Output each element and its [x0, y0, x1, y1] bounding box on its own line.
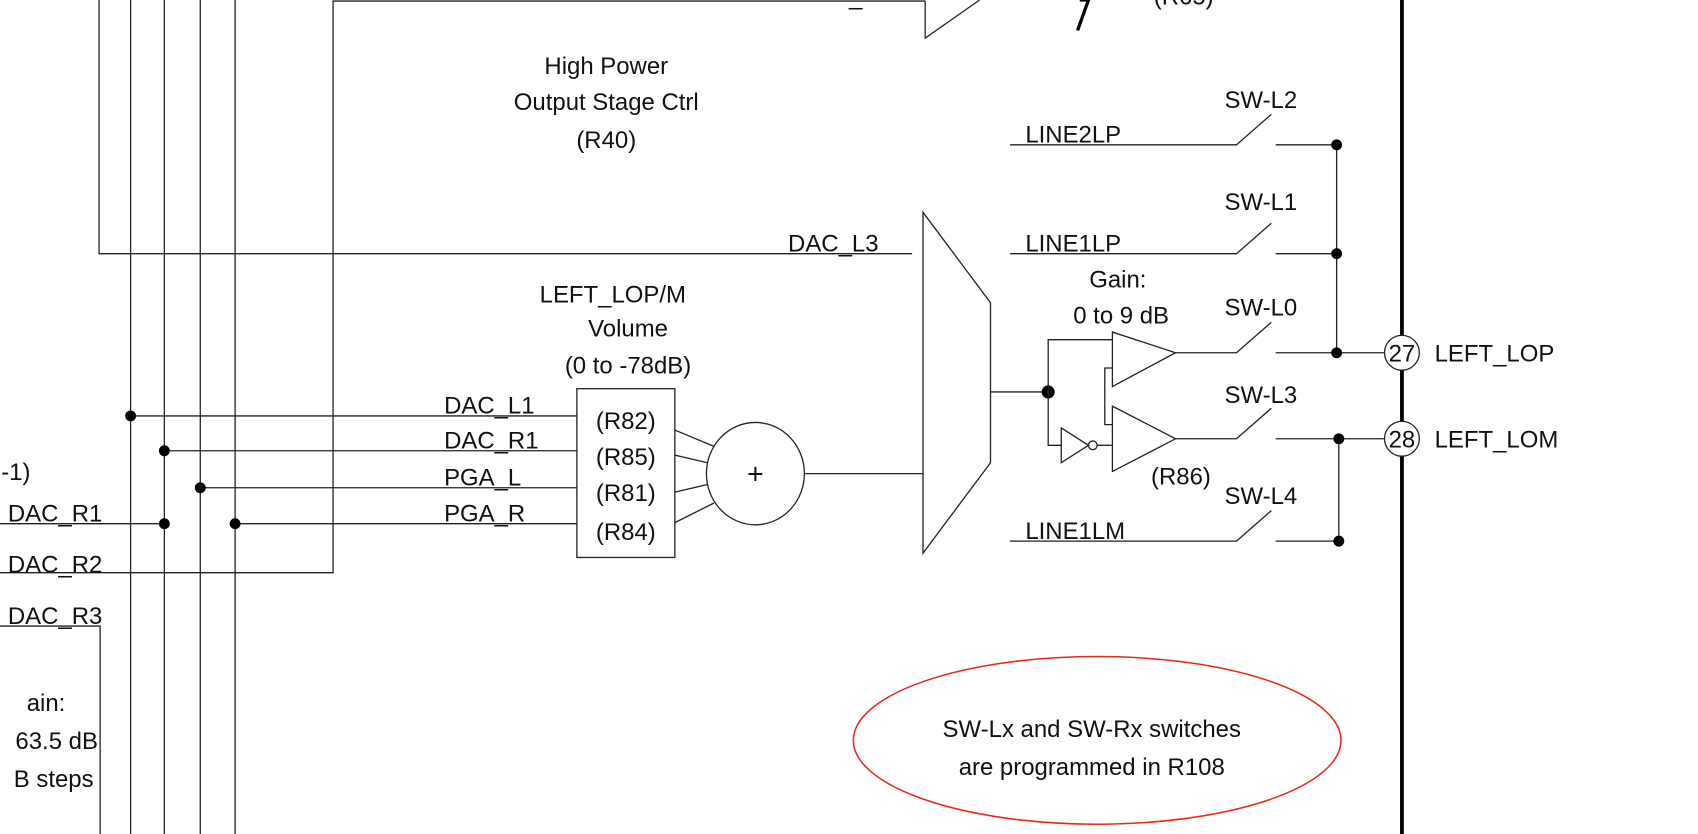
svg-text:(R40): (R40) — [576, 127, 636, 154]
svg-text:SW-L0: SW-L0 — [1225, 295, 1298, 322]
svg-text:LINE1LM: LINE1LM — [1025, 518, 1125, 545]
register-labels: (R82) (R85) (R81) (R84) — [596, 408, 656, 546]
svg-text:(0 to -78dB): (0 to -78dB) — [565, 352, 691, 379]
switch-labels: SW-L2 SW-L1 SW-L0 SW-L3 SW-L4 LINE2LP LI… — [1025, 87, 1297, 545]
svg-text:27: 27 — [1389, 340, 1416, 367]
svg-text:(R85): (R85) — [596, 444, 656, 471]
pin-28: 28 LEFT_LOM — [1383, 420, 1559, 457]
svg-text:(R84): (R84) — [596, 519, 656, 546]
svg-text:LEFT_LOP/M: LEFT_LOP/M — [540, 282, 686, 309]
svg-text:63.5 dB: 63.5 dB — [15, 728, 98, 755]
svg-text:DAC_L1: DAC_L1 — [444, 393, 534, 420]
high-power-title: High Power Output Stage Ctrl (R40) — [514, 53, 699, 154]
svg-text:are programmed in R108: are programmed in R108 — [959, 754, 1225, 781]
top-partial-label: (R65) — [1154, 0, 1214, 10]
mux — [922, 210, 992, 556]
svg-text:DAC_R3: DAC_R3 — [8, 603, 102, 630]
svg-text:PGA_L: PGA_L — [444, 465, 521, 492]
output-driver — [990, 331, 1178, 473]
svg-text:LEFT_LOM: LEFT_LOM — [1435, 426, 1559, 453]
mixer-fan-in — [674, 429, 715, 524]
svg-text:SW-L3: SW-L3 — [1225, 382, 1298, 409]
volume-title: LEFT_LOP/M Volume (0 to -78dB) — [540, 282, 692, 380]
svg-text:Output Stage Ctrl: Output Stage Ctrl — [514, 89, 699, 116]
gain-label: Gain: 0 to 9 dB — [1073, 266, 1169, 329]
svg-text:LINE1LP: LINE1LP — [1025, 231, 1121, 258]
svg-text:0 to 9 dB: 0 to 9 dB — [1073, 302, 1169, 329]
svg-text:Volume: Volume — [588, 315, 668, 342]
mixer-input-labels: DAC_L1 DAC_R1 PGA_L PGA_R — [444, 393, 538, 528]
summer-plus: + — [747, 457, 764, 489]
amplifier-p — [1111, 331, 1178, 388]
svg-text:SW-L1: SW-L1 — [1225, 189, 1298, 216]
svg-text:SW-Lx and SW-Rx switches: SW-Lx and SW-Rx switches — [943, 716, 1241, 743]
svg-text:Gain:: Gain: — [1089, 266, 1146, 293]
bus-wires — [0, 0, 980, 834]
svg-text:-1): -1) — [1, 459, 30, 486]
top-partial-underscore: _ — [848, 0, 863, 10]
lightning-icon — [1076, 0, 1091, 32]
svg-text:LEFT_LOP: LEFT_LOP — [1435, 340, 1555, 367]
svg-text:DAC_R2: DAC_R2 — [8, 552, 102, 579]
left-partial-labels: -1) DAC_R1 DAC_R2 DAC_R3 ain: 63.5 dB B … — [1, 459, 102, 793]
svg-text:28: 28 — [1389, 426, 1416, 453]
dac-l3-label: DAC_L3 — [788, 231, 878, 258]
svg-text:PGA_R: PGA_R — [444, 501, 525, 528]
svg-text:(R82): (R82) — [596, 408, 656, 435]
svg-text:B steps: B steps — [14, 766, 94, 793]
r86-label: (R86) — [1151, 464, 1211, 491]
pin-27: 27 LEFT_LOP — [1383, 334, 1555, 371]
svg-text:LINE2LP: LINE2LP — [1025, 122, 1121, 149]
svg-text:(R81): (R81) — [596, 480, 656, 507]
switches — [1010, 113, 1385, 547]
svg-text:DAC_R1: DAC_R1 — [8, 501, 102, 528]
volume-register-box — [576, 388, 676, 559]
svg-text:High Power: High Power — [544, 53, 668, 80]
svg-text:ain:: ain: — [27, 690, 66, 717]
switch-note: SW-Lx and SW-Rx switches are programmed … — [852, 655, 1342, 825]
svg-text:DAC_R1: DAC_R1 — [444, 428, 538, 455]
svg-text:SW-L2: SW-L2 — [1225, 87, 1298, 114]
svg-text:SW-L4: SW-L4 — [1225, 483, 1298, 510]
amplifier-m — [1111, 405, 1177, 473]
